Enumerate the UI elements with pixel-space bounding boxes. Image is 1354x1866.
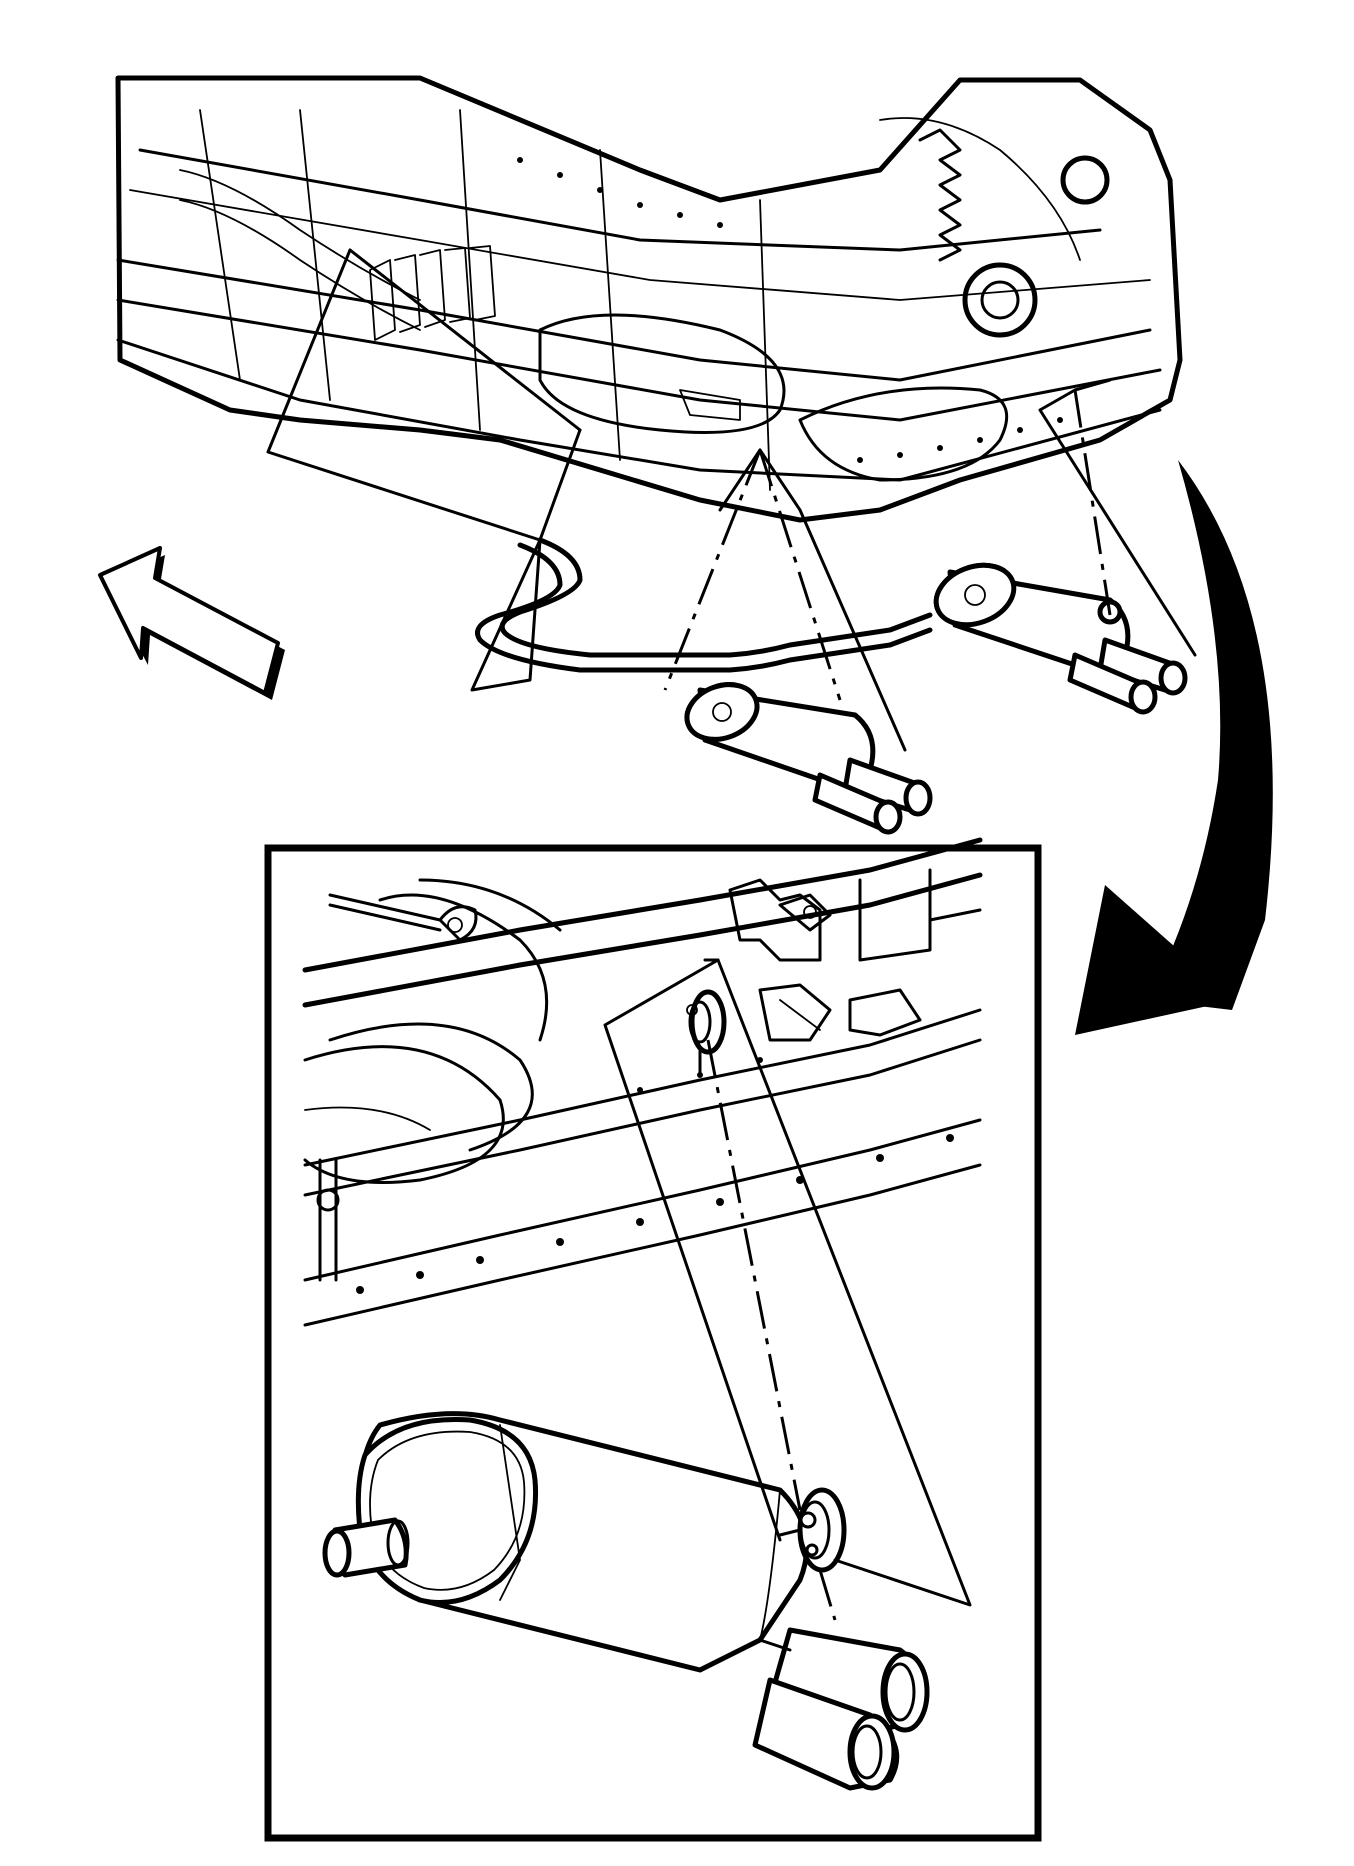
right-muffler [933,562,1188,715]
detail-inset [264,837,1042,1842]
exhaust-system-assembly [475,537,1188,835]
vehicle-underbody [115,75,1183,523]
heat-shield [179,169,496,341]
inset-rail-holes [356,1057,954,1294]
callout-lines-inset [603,958,972,1621]
inset-muffler [322,1411,930,1791]
rail-holes [517,157,1063,463]
inset-muffler-isolator [778,1487,847,1573]
rear-suspension [879,117,1110,338]
fuel-tank [538,313,786,434]
callout-lines-upper [266,248,1197,752]
forward-arrow-icon [98,546,285,700]
curved-callout-arrow-icon [1075,460,1273,1035]
inset-rail-isolator [686,989,727,1077]
left-muffler [684,682,933,835]
inset-underbody [302,837,983,1327]
